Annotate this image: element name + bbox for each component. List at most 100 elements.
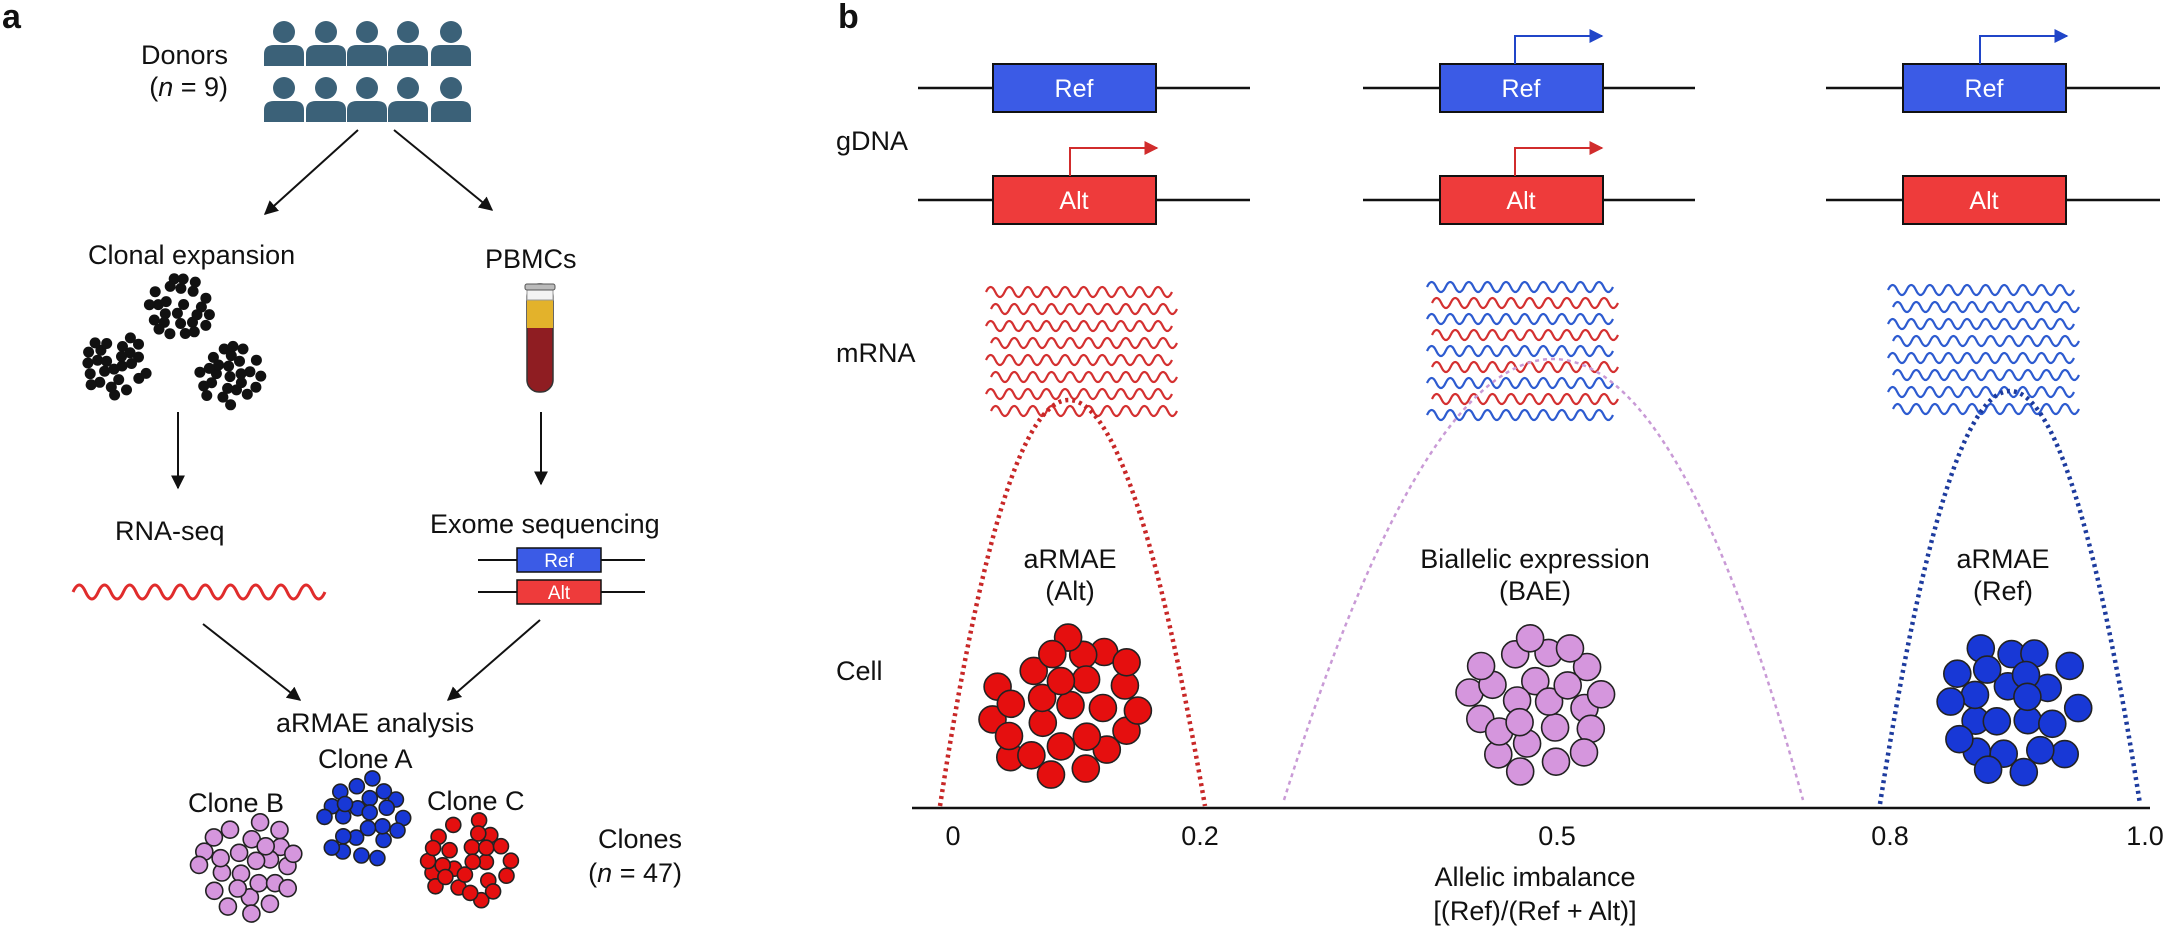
x-tick-label: 0.8 bbox=[1871, 821, 1909, 851]
mrna-wave bbox=[1426, 408, 1614, 422]
cell-dot bbox=[225, 399, 237, 411]
cell-dot bbox=[1019, 656, 1048, 686]
mrna-wave bbox=[1887, 385, 2075, 399]
cell-dot bbox=[1017, 740, 1046, 770]
cell-dot bbox=[492, 837, 510, 855]
cell-dot bbox=[200, 292, 212, 304]
cell-dot bbox=[250, 381, 262, 393]
gdna-label: gDNA bbox=[836, 126, 908, 156]
cell-dot bbox=[250, 812, 270, 832]
cell-dot bbox=[1088, 693, 1118, 723]
cell-dot bbox=[461, 884, 479, 902]
exome-sequencing-label: Exome sequencing bbox=[430, 509, 660, 539]
person-icon bbox=[306, 77, 346, 122]
cell-dot bbox=[361, 804, 379, 821]
mrna-wave bbox=[1426, 376, 1614, 390]
mrna-wave bbox=[1431, 360, 1619, 374]
cell-dot bbox=[260, 894, 280, 914]
cell-dot bbox=[1982, 706, 2012, 736]
cell-cluster-icon bbox=[82, 332, 152, 401]
donor-icons bbox=[264, 21, 471, 122]
cell-dot bbox=[220, 820, 240, 840]
cell-dot bbox=[101, 355, 113, 367]
cell-dot bbox=[191, 309, 203, 321]
cell-dot bbox=[270, 820, 289, 840]
cell-dot bbox=[2063, 693, 2093, 723]
cell-dot bbox=[375, 783, 393, 800]
arrow-icon bbox=[446, 619, 541, 701]
cell-dot bbox=[1466, 651, 1496, 681]
panel-a: a Donors (n = 9) Clonal expansion PBMCs … bbox=[2, 0, 682, 923]
cell-dot bbox=[178, 299, 190, 310]
gdna-column-bae: Ref Alt bbox=[1363, 29, 1695, 225]
cell-dot bbox=[177, 273, 189, 285]
cell-dot bbox=[1521, 666, 1550, 696]
cell-cluster-icon bbox=[1936, 634, 2093, 787]
cell-dot bbox=[2050, 739, 2079, 769]
clone-b-label: Clone B bbox=[188, 788, 284, 818]
cell-cluster-icon bbox=[316, 770, 412, 867]
cell-dot bbox=[121, 384, 132, 396]
person-icon bbox=[431, 77, 471, 122]
mrna-wave bbox=[990, 336, 1178, 350]
gdna-ref-label: Ref bbox=[1055, 75, 1094, 103]
cell-dot bbox=[108, 363, 120, 375]
cell-dot bbox=[175, 318, 187, 329]
cell-dot bbox=[1027, 683, 1057, 713]
cell-dot bbox=[502, 852, 520, 870]
gdna-column-alt: Ref Alt bbox=[918, 63, 1250, 225]
mrna-wave bbox=[1431, 328, 1619, 342]
x-tick-label: 0 bbox=[945, 821, 960, 851]
armae-ref-title: aRMAE bbox=[1956, 544, 2049, 574]
arrow-icon bbox=[263, 129, 359, 215]
cell-dot bbox=[241, 388, 253, 400]
cell-dot bbox=[113, 374, 125, 386]
cell-dot bbox=[1936, 687, 1965, 716]
cell-dot bbox=[217, 391, 229, 403]
mrna-wave bbox=[1892, 402, 2080, 416]
cell-dot bbox=[133, 351, 144, 363]
cell-dot bbox=[1555, 634, 1585, 663]
cell-dot bbox=[374, 817, 391, 835]
transcription-arrow-icon bbox=[1514, 141, 1604, 176]
mrna-wave bbox=[1887, 283, 2075, 297]
cell-dot bbox=[126, 358, 137, 369]
cell-dot bbox=[1572, 652, 1602, 682]
mrna-wave bbox=[990, 404, 1178, 418]
mrna-wave bbox=[1892, 334, 2080, 348]
cell-cluster-icon bbox=[194, 340, 267, 411]
cell-dot bbox=[189, 855, 209, 875]
mrna-wave bbox=[1426, 312, 1614, 326]
transcription-arrow-icon bbox=[1979, 29, 2069, 64]
cell-dot bbox=[250, 354, 262, 366]
cell-dot bbox=[353, 847, 370, 864]
cell-dot bbox=[203, 309, 215, 321]
gdna-alt-label: Alt bbox=[1506, 187, 1535, 215]
cell-dot bbox=[469, 825, 487, 842]
cell-dot bbox=[94, 376, 106, 388]
cell-dot bbox=[82, 357, 94, 369]
cell-dot bbox=[1541, 747, 1571, 777]
panel-b: b gDNA mRNA Cell Ref Alt Ref Alt bbox=[836, 0, 2164, 926]
cell-dot bbox=[200, 319, 212, 331]
cell-dot bbox=[444, 816, 462, 834]
exome-ref-label: Ref bbox=[544, 551, 574, 572]
cell-dot bbox=[1071, 754, 1101, 783]
cell-dot bbox=[323, 839, 341, 856]
cell-dot bbox=[203, 362, 215, 374]
gdna-column-ref: Ref Alt bbox=[1826, 29, 2160, 225]
cell-dot bbox=[99, 365, 111, 377]
clonal-expansion-label: Clonal expansion bbox=[88, 240, 295, 270]
cell-dot bbox=[1960, 680, 1990, 710]
cell-dot bbox=[1973, 755, 2003, 785]
cell-dot bbox=[1046, 666, 1076, 696]
exome-alt-label: Alt bbox=[548, 583, 571, 604]
cell-dot bbox=[83, 346, 95, 358]
cell-dot bbox=[189, 276, 201, 288]
cell-clusters bbox=[978, 623, 2093, 789]
cell-dot bbox=[211, 848, 230, 868]
cell-dot bbox=[205, 881, 224, 901]
cell-dot bbox=[464, 853, 482, 871]
cell-dot bbox=[278, 878, 298, 898]
armae-ref-subtitle: (Ref) bbox=[1973, 576, 2033, 606]
